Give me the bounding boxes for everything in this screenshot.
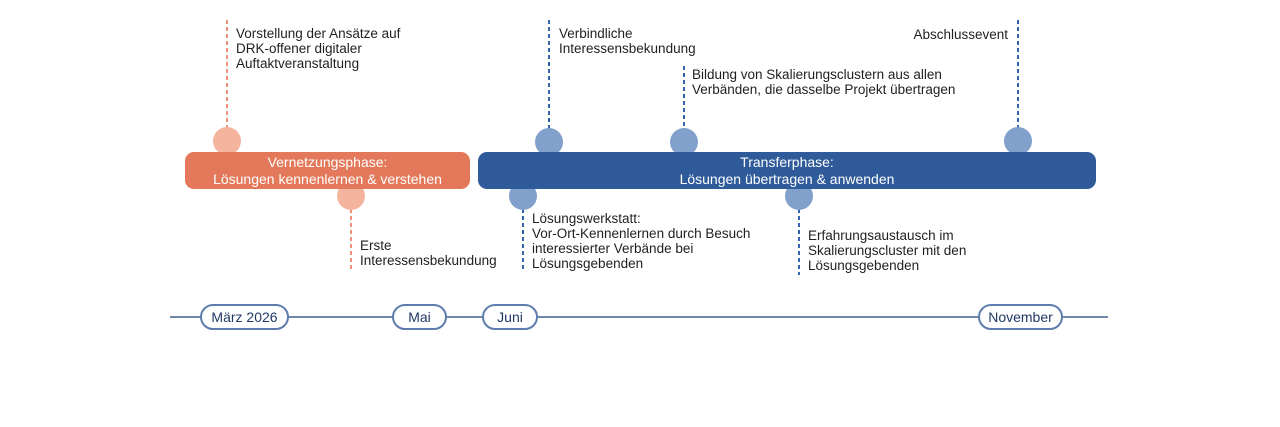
- milestone-connector-line: [798, 209, 800, 275]
- timeline-axis: [170, 316, 1108, 318]
- milestone-marker: [670, 128, 698, 156]
- milestone-connector-line: [1017, 20, 1019, 128]
- month-pill-november: November: [978, 304, 1063, 330]
- milestone-connector-line: [548, 20, 550, 129]
- milestone-label: Erste Interessensbekundung: [360, 238, 497, 268]
- month-pill-mai: Mai: [392, 304, 447, 330]
- milestone-connector-line: [226, 20, 228, 128]
- milestone-marker: [1004, 127, 1032, 155]
- milestone-label: Verbindliche Interessensbekundung: [559, 26, 696, 56]
- month-pill-juni: Juni: [482, 304, 538, 330]
- milestone-label: Vorstellung der Ansätze auf DRK-offener …: [236, 26, 401, 71]
- phase-bar-transferphase: Transferphase: Lösungen übertragen & anw…: [478, 152, 1096, 189]
- milestone-connector-line: [683, 66, 685, 129]
- milestone-marker: [535, 128, 563, 156]
- milestone-label: Erfahrungsaustausch im Skalierungscluste…: [808, 228, 967, 273]
- milestone-label: Abschlussevent: [913, 27, 1008, 42]
- milestone-marker: [213, 127, 241, 155]
- milestone-connector-line: [350, 209, 352, 272]
- phase-bar-vernetzungsphase: Vernetzungsphase: Lösungen kennenlernen …: [185, 152, 470, 189]
- milestone-label: Bildung von Skalierungsclustern aus alle…: [692, 67, 956, 97]
- month-pill-maerz-2026: März 2026: [200, 304, 289, 330]
- milestone-connector-line: [522, 209, 524, 272]
- milestone-label: Lösungswerkstatt: Vor-Ort-Kennenlernen d…: [532, 211, 751, 271]
